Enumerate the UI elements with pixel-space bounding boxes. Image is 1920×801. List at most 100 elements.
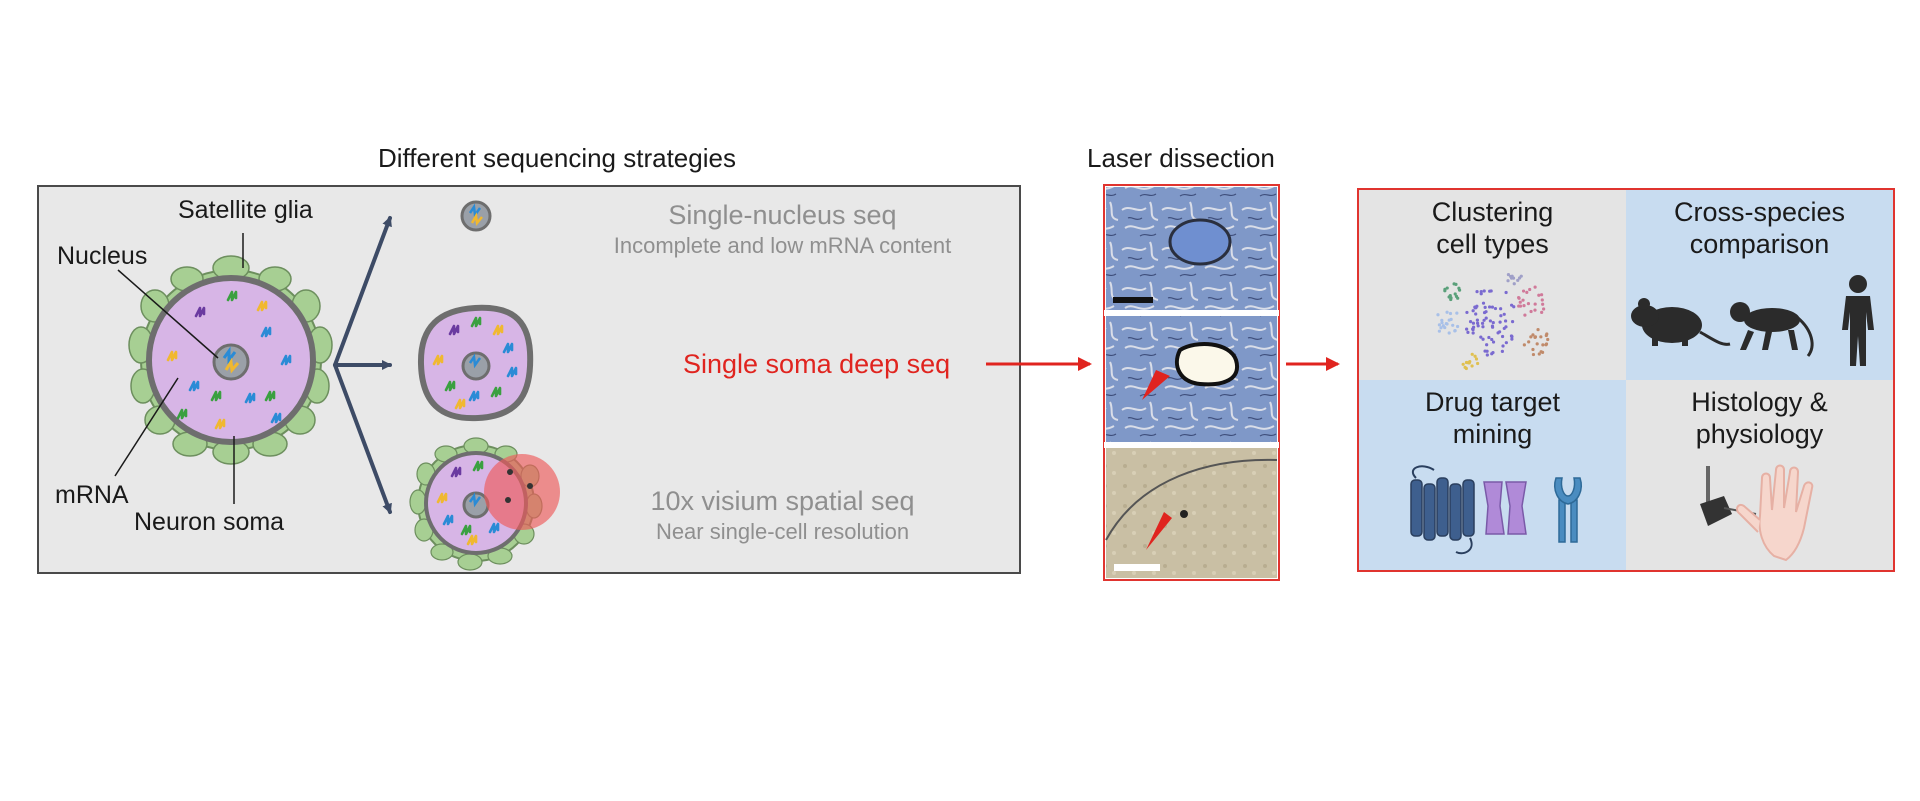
satellite-glia-label: Satellite glia xyxy=(178,196,313,224)
human-icon xyxy=(1842,275,1874,366)
app-histology-title-line2: physiology xyxy=(1695,419,1824,449)
ion-channel-icon xyxy=(1483,481,1527,535)
label-leader-lines xyxy=(114,233,244,504)
cluster-dot xyxy=(1487,305,1492,309)
cluster-dot xyxy=(1476,324,1480,328)
cluster-dot xyxy=(1475,290,1479,294)
cluster-dot xyxy=(1542,307,1546,311)
cluster-dot xyxy=(1481,337,1485,341)
cluster-dot xyxy=(1537,352,1541,356)
cluster-dot xyxy=(1445,286,1449,290)
isolated-nucleus-icon xyxy=(460,200,492,232)
cluster-dot xyxy=(1506,273,1511,277)
cluster-dot xyxy=(1517,304,1521,308)
cluster-dot xyxy=(1506,279,1510,283)
cluster-dot xyxy=(1485,349,1489,353)
cluster-dot xyxy=(1528,287,1532,292)
cluster-dot xyxy=(1540,350,1545,354)
cluster-dot xyxy=(1496,331,1500,335)
cluster-dot xyxy=(1483,305,1487,309)
cluster-dot xyxy=(1482,318,1486,322)
cluster-dot xyxy=(1455,311,1459,315)
cluster-dot xyxy=(1510,303,1514,307)
cluster-dot xyxy=(1475,318,1479,322)
cluster-dot xyxy=(1525,290,1529,294)
cluster-dot xyxy=(1471,309,1475,313)
cluster-dot xyxy=(1453,329,1457,333)
visium-neuron-icon xyxy=(409,437,560,571)
app-drug-target: Drug target mining xyxy=(1359,380,1626,570)
applications-panel: Clustering cell types Cross-species comp… xyxy=(1357,188,1895,572)
cluster-dot xyxy=(1457,288,1462,292)
cluster-dot xyxy=(1544,333,1548,338)
cluster-dot xyxy=(1500,349,1504,353)
app-cross-species: Cross-species comparison xyxy=(1626,190,1893,380)
arrowhead-marker-icon xyxy=(1142,370,1170,400)
cluster-dot xyxy=(1522,343,1526,347)
nucleus-icon xyxy=(212,343,250,381)
branch-arrows xyxy=(333,216,392,514)
cluster-dot xyxy=(1455,324,1460,329)
cluster-dot xyxy=(1533,335,1538,339)
single-soma-title: Single soma deep seq xyxy=(683,349,951,379)
cluster-dot xyxy=(1479,289,1483,294)
cluster-dot xyxy=(1521,298,1525,302)
cluster-dot xyxy=(1529,309,1533,314)
cluster-dot xyxy=(1544,342,1549,346)
app-histology-title-line1: Histology & xyxy=(1691,387,1828,417)
cluster-dot xyxy=(1533,285,1537,289)
cluster-dot xyxy=(1471,321,1476,325)
app-drug-target-title-line2: mining xyxy=(1452,419,1533,449)
cluster-dot xyxy=(1500,334,1505,339)
cluster-dot xyxy=(1517,295,1521,300)
cluster-dot xyxy=(1473,305,1477,309)
cluster-dot xyxy=(1488,319,1492,323)
cluster-dot xyxy=(1447,318,1451,322)
cluster-dot xyxy=(1476,361,1480,366)
cluster-dot xyxy=(1466,330,1470,334)
app-cross-species-title-line2: comparison xyxy=(1689,229,1830,259)
cluster-dot xyxy=(1504,341,1508,345)
cluster-dot xyxy=(1510,320,1515,324)
cluster-dot xyxy=(1521,289,1526,293)
cluster-dot xyxy=(1510,335,1514,339)
nucleus-label: Nucleus xyxy=(57,242,148,270)
visium-spot-icon xyxy=(484,454,560,530)
cluster-dot xyxy=(1539,293,1544,297)
cluster-dot xyxy=(1487,335,1491,340)
cluster-dot xyxy=(1502,326,1506,331)
visium-subtitle: Near single-cell resolution xyxy=(655,519,910,544)
cluster-dot xyxy=(1536,328,1540,332)
cluster-dot xyxy=(1454,294,1459,298)
cluster-dot xyxy=(1527,340,1531,344)
cluster-dot xyxy=(1531,333,1535,337)
cluster-dot xyxy=(1540,298,1544,302)
cluster-dot xyxy=(1440,321,1444,325)
cluster-dot xyxy=(1481,325,1485,329)
cluster-dot xyxy=(1465,327,1469,331)
cluster-dot xyxy=(1480,321,1485,325)
monkey-icon xyxy=(1730,302,1814,357)
cluster-dot xyxy=(1447,331,1451,335)
micrograph-after-cut xyxy=(1106,316,1277,442)
neuron-soma-label: Neuron soma xyxy=(134,508,285,536)
cluster-dot xyxy=(1519,274,1523,278)
app-clustering-title-line2: cell types xyxy=(1436,229,1549,259)
cluster-dot xyxy=(1470,364,1474,368)
gpcr-receptor-icon xyxy=(1410,465,1475,555)
cluster-dot xyxy=(1522,304,1526,308)
app-drug-target-title-line1: Drug target xyxy=(1424,387,1561,417)
cluster-dot xyxy=(1535,342,1539,346)
cluster-dot xyxy=(1465,310,1469,315)
cluster-dot xyxy=(1540,310,1544,315)
cluster-dot xyxy=(1464,366,1468,371)
cluster-dot xyxy=(1490,337,1494,342)
cluster-dot xyxy=(1512,282,1516,286)
cluster-dot xyxy=(1485,343,1489,347)
single-nucleus-title: Single-nucleus seq xyxy=(668,200,897,230)
cluster-dot xyxy=(1451,323,1455,327)
cluster-dot xyxy=(1481,301,1486,305)
cluster-dot xyxy=(1464,360,1469,365)
